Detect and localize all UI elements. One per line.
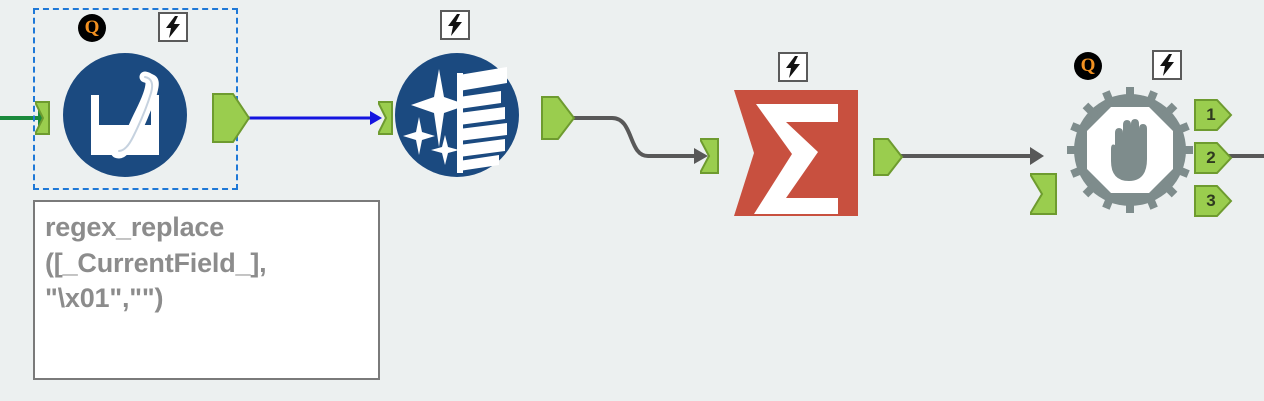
q-badge[interactable]: Q <box>78 14 106 42</box>
input-port[interactable] <box>378 100 402 136</box>
lightning-badge[interactable] <box>1152 50 1182 80</box>
input-port[interactable] <box>700 137 726 175</box>
output-port[interactable] <box>872 137 904 177</box>
output-port[interactable] <box>540 95 576 141</box>
tool-icon-body[interactable] <box>732 88 860 218</box>
q-badge[interactable]: Q <box>1074 52 1102 80</box>
stop-hand-gear-icon <box>1067 87 1193 213</box>
tool-icon-body[interactable] <box>1065 85 1195 215</box>
lightning-bolt-icon <box>1160 54 1174 76</box>
output-port[interactable] <box>211 92 251 144</box>
tool-data-cleansing[interactable] <box>375 0 585 200</box>
tool-summarize[interactable] <box>700 38 910 238</box>
beaker-formula-icon <box>91 71 159 159</box>
sigma-icon <box>734 90 858 216</box>
sparkle-table-icon <box>403 67 507 173</box>
connection-tool1-tool2[interactable] <box>248 111 382 125</box>
lightning-bolt-icon <box>786 56 800 78</box>
input-port[interactable] <box>1030 172 1066 216</box>
tool-multi-field-formula[interactable]: Q <box>0 0 260 200</box>
lightning-badge[interactable] <box>158 12 188 42</box>
input-port[interactable] <box>35 100 59 136</box>
lightning-bolt-icon <box>166 16 180 38</box>
lightning-badge[interactable] <box>778 52 808 82</box>
tool-icon-body[interactable] <box>395 53 519 177</box>
output-port-3[interactable]: 3 <box>1193 184 1233 218</box>
tool-test[interactable]: Q <box>1030 40 1264 240</box>
output-port-2[interactable]: 2 <box>1193 141 1233 175</box>
tool-icon-body[interactable] <box>63 53 187 177</box>
output-port-1[interactable]: 1 <box>1193 98 1233 132</box>
lightning-badge[interactable] <box>440 10 470 40</box>
tool-annotation[interactable]: regex_replace ([_CurrentField_], "\x01",… <box>33 200 380 380</box>
lightning-bolt-icon <box>448 14 462 36</box>
connection-tool3-tool4[interactable] <box>898 147 1044 165</box>
connection-tool2-tool3[interactable] <box>568 116 708 164</box>
